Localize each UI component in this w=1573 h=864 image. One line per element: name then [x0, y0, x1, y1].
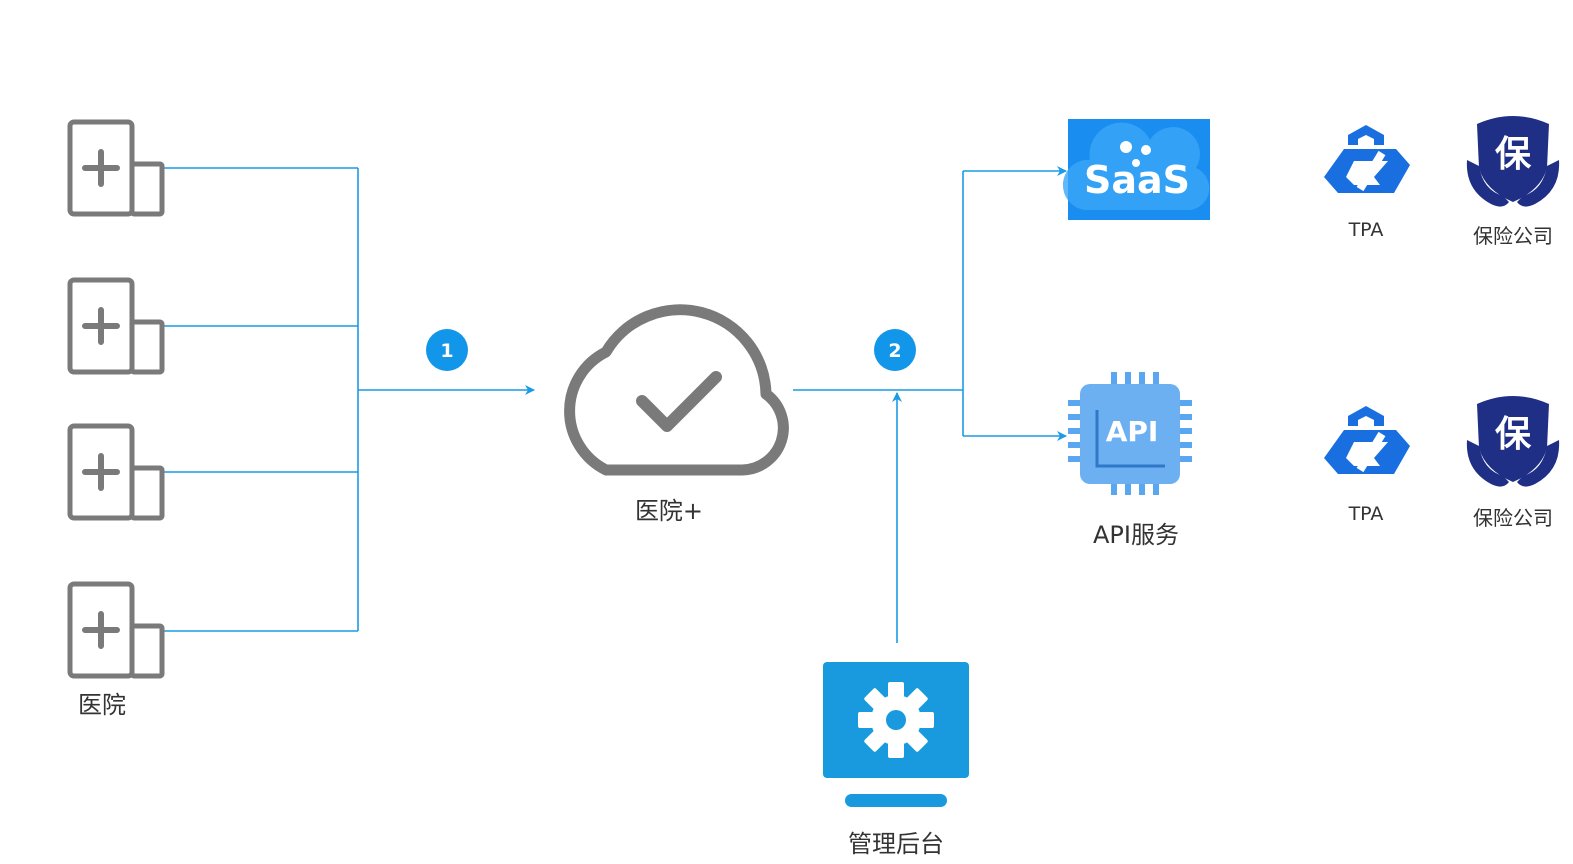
hospital-building-icon [70, 584, 162, 676]
cloud-platform: 医院+ [564, 304, 789, 525]
insurer-badge-text: 保 [1495, 134, 1532, 175]
admin-console: 管理后台 [823, 662, 969, 858]
hospitals-label: 医院 [78, 691, 126, 719]
hospital-building-icon [70, 280, 162, 372]
admin-label: 管理后台 [848, 830, 944, 858]
api-chip-text: API [1106, 415, 1159, 448]
hospital-group: 医院 [70, 122, 162, 719]
partner-row-2: TPA 保 保险公司 [1324, 396, 1560, 530]
connectors [160, 166, 1067, 643]
tpa-logo-icon [1324, 406, 1410, 474]
insurer-label: 保险公司 [1473, 506, 1553, 530]
insurer-badge-text: 保 [1495, 414, 1532, 455]
hospital-building-icon [70, 122, 162, 214]
api-service: API API服务 [1068, 372, 1192, 549]
tpa-label: TPA [1348, 503, 1384, 525]
api-service-label: API服务 [1093, 521, 1179, 549]
hospital-building-icon [70, 426, 162, 518]
step-badge-1: 1 [426, 329, 468, 371]
step-number: 2 [888, 340, 901, 362]
saas-service: SaaS [1062, 119, 1210, 220]
tpa-label: TPA [1348, 219, 1384, 241]
step-number: 1 [440, 340, 453, 362]
api-chip-icon [1080, 384, 1180, 484]
saas-text: SaaS [1084, 158, 1190, 202]
tpa-logo-icon [1324, 125, 1410, 193]
step-badge-2: 2 [874, 329, 916, 371]
cloud-check-icon [564, 304, 789, 476]
cloud-label: 医院+ [635, 497, 703, 525]
partner-row-1: TPA 保 保险公司 [1324, 116, 1560, 248]
insurer-label: 保险公司 [1473, 224, 1553, 248]
